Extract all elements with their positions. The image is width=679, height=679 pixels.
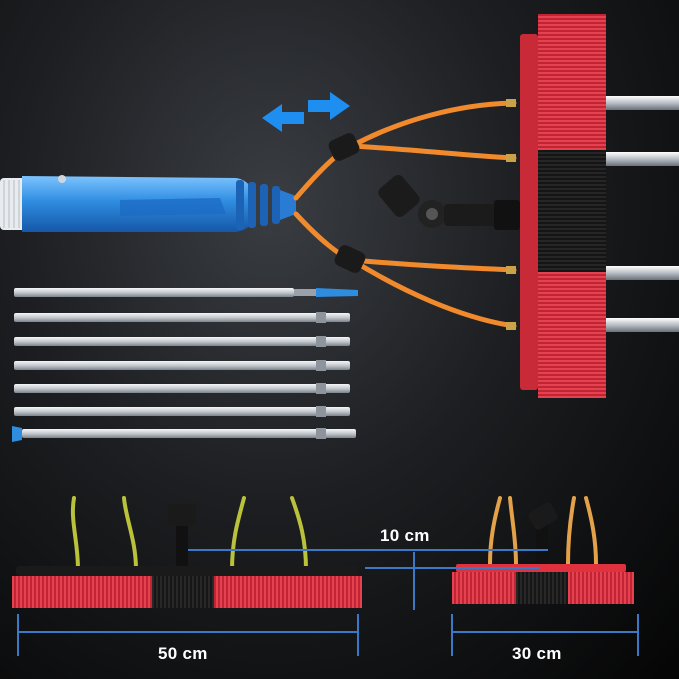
pole-section (14, 383, 350, 394)
brush-30cm (452, 496, 634, 604)
water-hoses (293, 100, 517, 329)
pole-handle (0, 175, 296, 232)
angle-adapter (378, 175, 520, 230)
brush-head-large (520, 14, 679, 398)
pole-section (12, 426, 356, 442)
pole-section (14, 312, 350, 323)
pole-section (14, 406, 350, 417)
pole-sections (12, 288, 358, 442)
pole-section (14, 288, 358, 297)
small-brush-width-label: 30 cm (512, 644, 562, 663)
height-difference-label: 10 cm (380, 526, 430, 545)
hose-connectors (328, 99, 516, 330)
pole-section (14, 336, 350, 347)
large-brush-width-label: 50 cm (158, 644, 208, 663)
pole-section (14, 360, 350, 371)
dimension-lines (17, 549, 639, 656)
double-arrow-left-right-icon (262, 92, 350, 132)
brush-50cm (12, 496, 362, 608)
